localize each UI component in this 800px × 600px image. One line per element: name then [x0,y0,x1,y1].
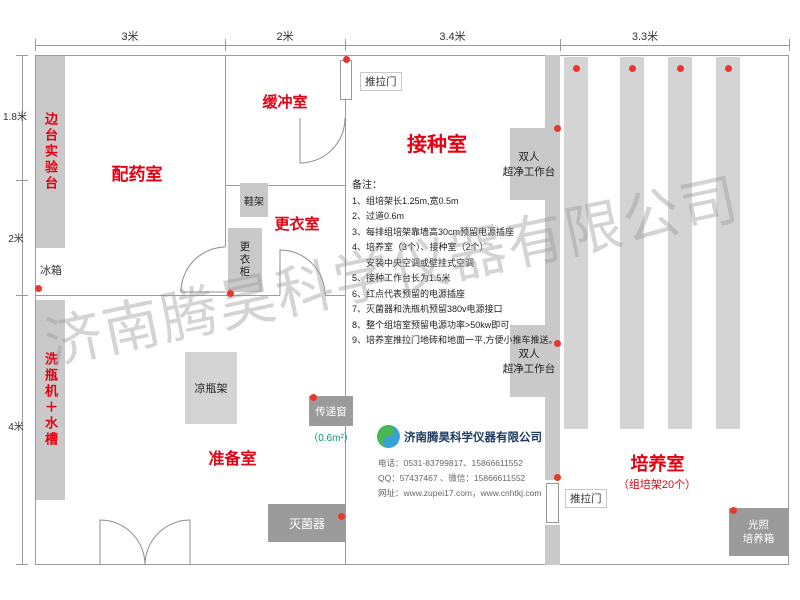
clean-bench-lower [510,325,548,397]
power-outlet-dot [309,393,317,401]
light-incubator-line2: 培养箱 [742,533,775,545]
dim-tick [560,39,561,51]
culture-rack-3 [668,57,692,429]
dimension-line-top [35,45,790,46]
side-bench: 边台实验台 [36,56,65,248]
company-qq-wechat: QQ：57437467 、微信：15866611552 [378,473,526,483]
sliding-door-top-label: 推拉门 [360,72,402,91]
power-outlet-dot [572,64,580,72]
sliding-door-culture-label: 推拉门 [565,489,607,508]
clean-bench-upper [510,128,548,200]
power-outlet-dot [34,284,42,292]
note-line: 3、每排组培架靠墙高30cm预留电源插座 [352,226,515,237]
light-incubator-line1: 光照 [748,519,769,531]
clean-bench-upper-line1: 双人 [518,151,540,163]
note-line: 1、组培架长1.25m,宽0.5m [352,195,459,206]
dim-left-3: 4米 [8,422,24,433]
note-line: 6、红点代表预留的电源插座 [352,288,466,299]
wall-prep-north-a [35,295,280,296]
power-outlet-dot [553,473,561,481]
room-label-medicine: 配药室 [111,165,163,184]
dim-tick [16,295,28,296]
light-incubator: 光照 培养箱 [729,508,788,556]
note-line: 安装中央空调或壁挂式空调 [366,257,475,268]
culture-rack-4 [716,57,740,429]
wall-culture-west-lower [545,525,560,565]
power-outlet-dot [628,64,636,72]
note-line: 4、培养室（3个）、接种室（2个） [352,242,489,252]
fridge-label: 冰箱 [40,265,62,277]
clean-bench-upper-line2: 超净工作台 [502,166,556,178]
power-outlet-dot [553,124,561,132]
power-outlet-dot [724,64,732,72]
note-line: 5、接种工作台长为1.5米 [352,273,451,283]
power-outlet-dot [729,506,737,514]
cooling-rack: 凉瓶架 [185,352,237,424]
note-line: 2、过道0.6m [352,211,405,221]
culture-rack-1 [564,57,588,429]
clean-bench-lower-line2: 超净工作台 [502,363,556,375]
room-label-culture: 培养室 [630,454,685,474]
room-label-prep: 准备室 [208,451,257,468]
wardrobe: 更衣柜 [228,228,262,292]
wall-culture-west-upper [545,55,560,480]
dim-tick [35,39,36,51]
transfer-window-label: 传递窗 [315,405,347,418]
wall-buffer-south [225,185,345,186]
company-website: 网址：www.zupei17.com，www.cnhtkj.com [378,488,542,498]
wardrobe-label: 更衣柜 [238,241,251,279]
clean-bench-lower-line1: 双人 [518,348,540,360]
company-logo-icon [377,425,400,448]
sliding-door-culture [546,483,559,523]
power-outlet-dot [553,339,561,347]
cooling-rack-label: 凉瓶架 [194,383,228,395]
notes-block: 备注： 1、组培架长1.25m,宽0.5m 2、过道0.6m 3、每排组培架靠墙… [352,178,558,349]
dim-top-2: 2米 [276,31,294,43]
clean-bench-lower-label: 双人 超净工作台 [485,347,573,377]
wall-inoculation-west [345,100,346,565]
shoe-rack-label: 鞋架 [244,196,264,208]
room-label-buffer: 缓冲室 [262,94,308,111]
company-name: 济南腾昊科学仪器有限公司 [404,432,542,444]
power-outlet-dot [337,512,345,520]
dimension-line-left [22,55,23,565]
power-outlet-dot [342,55,350,63]
sterilizer-label: 灭菌器 [288,516,325,531]
wall-prep-north-b [325,295,345,296]
culture-rack-2 [620,57,644,429]
room-label-culture-note: （组培架20个） [617,479,697,491]
dim-left-1: 1.8米 [3,112,27,123]
company-phone: 电话：0531-83799817、15866611552 [378,458,523,468]
notes-title: 备注： [352,180,382,191]
wall-medicine-east [225,55,226,247]
transfer-window-size: （0.6m²） [308,433,354,444]
bottle-washer-bench: 洗瓶机＋水槽 [36,300,65,500]
dim-tick [225,39,226,51]
power-outlet-dot [226,289,234,297]
shoe-rack: 鞋架 [240,183,268,217]
dim-tick [789,39,790,51]
room-label-changing: 更衣室 [274,216,320,233]
note-line: 8、整个组培室预留电源功率>50kw即可 [352,319,510,330]
dim-tick [345,39,346,51]
outer-wall [35,55,789,565]
dim-tick [16,180,28,181]
dim-top-1: 3米 [121,31,139,43]
sterilizer: 灭菌器 [268,504,346,542]
power-outlet-dot [676,64,684,72]
sliding-door-top [340,60,352,100]
note-line: 7、灭菌器和洗瓶机预留380v电源接口 [352,304,503,314]
side-bench-label: 边台实验台 [43,112,58,192]
clean-bench-upper-label: 双人 超净工作台 [485,150,573,180]
dim-left-2: 2米 [8,234,24,245]
bottle-washer-label: 洗瓶机＋水槽 [43,352,58,448]
room-label-inoculation: 接种室 [407,134,467,156]
dim-tick [16,55,28,56]
transfer-window: 传递窗 [309,396,353,426]
note-line: 9、培养室推拉门地砖和地面一平,方便小推车推送。 [352,335,558,345]
dim-top-4: 3.3米 [631,31,659,43]
dim-tick [16,564,28,565]
dim-top-3: 3.4米 [439,31,466,43]
